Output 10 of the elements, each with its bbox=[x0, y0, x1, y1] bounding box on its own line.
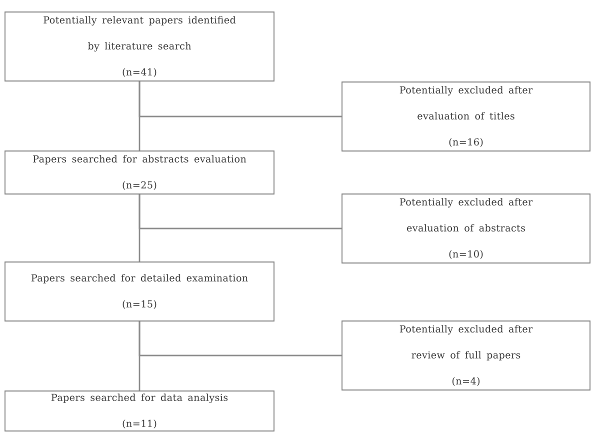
branch-line bbox=[138, 321, 342, 356]
exclusion-box: Potentially excluded after review of full papers (n=4) bbox=[342, 320, 590, 390]
process-box: Papers searched for detailed examination (n=15) bbox=[4, 262, 274, 322]
process-box: Potentially relevant papers identified by literature search (n=41) bbox=[4, 12, 274, 82]
branch-line bbox=[138, 81, 342, 118]
exclusion-box: Potentially excluded after evaluation of abstracts (n=10) bbox=[342, 194, 590, 264]
branch-line bbox=[138, 194, 342, 230]
exclusion-box: Potentially excluded after evaluation of titles (n=16) bbox=[342, 82, 590, 152]
process-box: Papers searched for data analysis (n=11) bbox=[4, 390, 274, 432]
process-box: Papers searched for abstracts evaluation (n=25) bbox=[4, 150, 274, 194]
